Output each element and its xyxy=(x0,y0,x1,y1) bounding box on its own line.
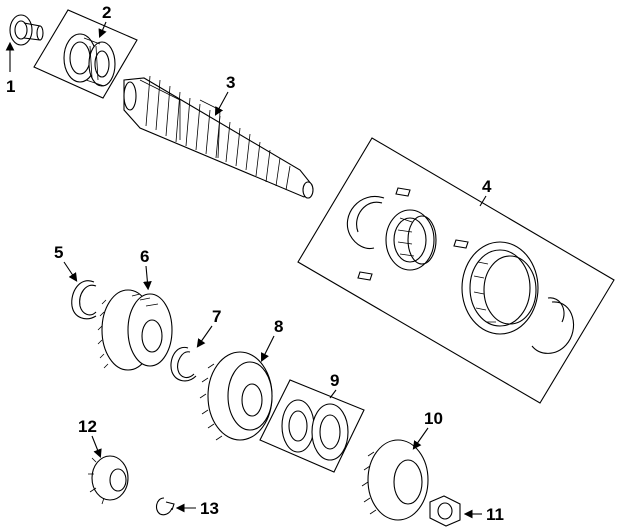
part-12-gear[interactable] xyxy=(88,455,129,505)
callout-5: 5 xyxy=(54,243,78,282)
svg-text:9: 9 xyxy=(330,371,339,390)
callout-7: 7 xyxy=(196,307,221,348)
part-3-mainshaft[interactable] xyxy=(123,75,314,199)
callout-13: 13 xyxy=(175,499,219,518)
part-8-gear[interactable] xyxy=(199,351,273,441)
svg-text:12: 12 xyxy=(78,417,97,436)
callout-6: 6 xyxy=(140,247,152,291)
svg-text:7: 7 xyxy=(212,307,221,326)
part-2-bearing[interactable] xyxy=(33,9,138,99)
svg-text:8: 8 xyxy=(274,317,283,336)
callout-2: 2 xyxy=(98,3,111,39)
callout-11: 11 xyxy=(463,505,504,524)
svg-text:10: 10 xyxy=(424,409,443,428)
svg-text:4: 4 xyxy=(482,177,492,196)
part-1-cap[interactable] xyxy=(9,14,44,46)
part-7-snap-ring[interactable] xyxy=(170,346,197,382)
svg-text:6: 6 xyxy=(140,247,149,266)
svg-text:5: 5 xyxy=(54,243,63,262)
callout-3: 3 xyxy=(214,73,235,116)
svg-text:2: 2 xyxy=(102,3,111,22)
part-5-snap-ring[interactable] xyxy=(71,280,97,320)
callout-10: 10 xyxy=(412,409,443,450)
callout-1: 1 xyxy=(5,41,15,96)
part-10-gear[interactable] xyxy=(361,439,429,521)
callout-4: 4 xyxy=(479,177,492,207)
svg-text:11: 11 xyxy=(486,505,504,524)
part-4-synchro-assembly[interactable] xyxy=(297,137,615,404)
part-9-bearing[interactable] xyxy=(259,379,365,473)
callout-12: 12 xyxy=(78,417,102,459)
callout-9: 9 xyxy=(329,371,339,399)
part-11-nut[interactable] xyxy=(429,495,461,527)
callout-8: 8 xyxy=(261,317,283,362)
part-6-gear[interactable] xyxy=(97,289,173,371)
part-13-clip[interactable] xyxy=(155,497,175,516)
svg-text:1: 1 xyxy=(6,77,15,96)
svg-text:13: 13 xyxy=(200,499,219,518)
svg-text:3: 3 xyxy=(226,73,235,92)
